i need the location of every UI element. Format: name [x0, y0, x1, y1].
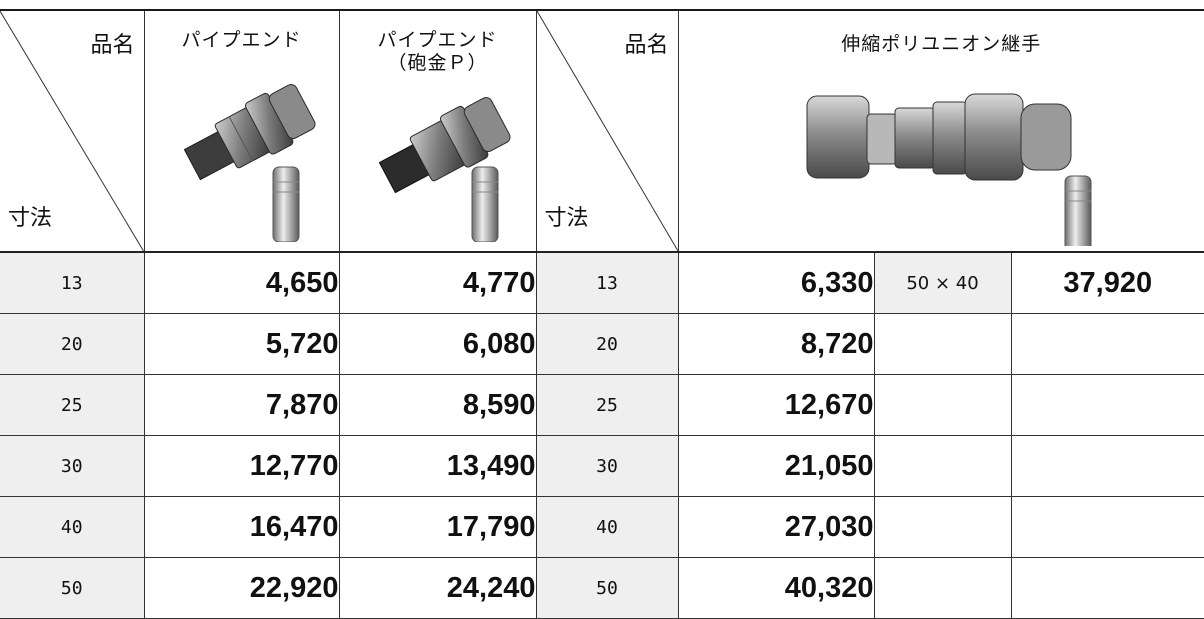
corner-header-left: 品名 寸法: [0, 11, 144, 252]
table-row: 30 12,770 13,490 30 21,050: [0, 436, 1204, 497]
size-cell: 25: [536, 375, 678, 436]
table-row: 13 4,650 4,770 13 6,330 50 × 40 37,920: [0, 252, 1204, 314]
union-joint-photo: [679, 56, 1204, 246]
product-name-line1: パイプエンド: [340, 11, 536, 52]
product-header-pipe-end-bronze: パイプエンド （砲金Ｐ）: [339, 11, 536, 252]
size-cell: 25: [0, 375, 144, 436]
size-cell: 50: [536, 558, 678, 619]
table-row: 50 22,920 24,240 50 40,320: [0, 558, 1204, 619]
price-reducer: 37,920: [1011, 252, 1204, 314]
empty-cell: [1011, 375, 1204, 436]
size-cell: 13: [536, 252, 678, 314]
corner-label-size: 寸法: [8, 200, 52, 232]
price-pipe-end-bronze: 4,770: [339, 252, 536, 314]
size-cell: 50: [0, 558, 144, 619]
corner-label-product: 品名: [90, 27, 134, 59]
price-pipe-end: 22,920: [144, 558, 339, 619]
price-pipe-end: 16,470: [144, 497, 339, 558]
price-union-joint: 8,720: [678, 314, 874, 375]
size-cell: 30: [0, 436, 144, 497]
price-pipe-end-bronze: 13,490: [339, 436, 536, 497]
product-header-pipe-end: パイプエンド: [144, 11, 339, 252]
table-row: 20 5,720 6,080 20 8,720: [0, 314, 1204, 375]
price-union-joint: 6,330: [678, 252, 874, 314]
size-cell: 20: [536, 314, 678, 375]
price-pipe-end-bronze: 17,790: [339, 497, 536, 558]
empty-cell: [874, 558, 1011, 619]
size-cell: 30: [536, 436, 678, 497]
empty-cell: [874, 314, 1011, 375]
product-name: 伸縮ポリユニオン継手: [679, 11, 1204, 56]
price-pipe-end-bronze: 24,240: [339, 558, 536, 619]
size-cell: 40: [0, 497, 144, 558]
price-pipe-end-bronze: 8,590: [339, 375, 536, 436]
price-table: 品名 寸法 パイプエンド: [0, 11, 1204, 619]
price-pipe-end-bronze: 6,080: [339, 314, 536, 375]
table-row: 25 7,870 8,590 25 12,670: [0, 375, 1204, 436]
price-pipe-end: 12,770: [144, 436, 339, 497]
empty-cell: [1011, 436, 1204, 497]
product-header-union-joint: 伸縮ポリユニオン継手: [678, 11, 1204, 252]
pipe-end-fitting-photo: [145, 52, 340, 242]
pipe-end-bronze-fitting-photo: [340, 75, 537, 242]
empty-cell: [1011, 497, 1204, 558]
size-cell-reducer: 50 × 40: [874, 252, 1011, 314]
size-cell: 13: [0, 252, 144, 314]
corner-label-size: 寸法: [545, 200, 589, 232]
price-pipe-end: 5,720: [144, 314, 339, 375]
price-union-joint: 12,670: [678, 375, 874, 436]
header-row: 品名 寸法 パイプエンド: [0, 11, 1204, 252]
size-cell: 20: [0, 314, 144, 375]
empty-cell: [874, 497, 1011, 558]
empty-cell: [1011, 558, 1204, 619]
price-union-joint: 40,320: [678, 558, 874, 619]
empty-cell: [874, 375, 1011, 436]
corner-header-middle: 品名 寸法: [536, 11, 678, 252]
product-name: パイプエンド: [145, 11, 339, 52]
empty-cell: [1011, 314, 1204, 375]
table-row: 40 16,470 17,790 40 27,030: [0, 497, 1204, 558]
price-pipe-end: 7,870: [144, 375, 339, 436]
price-union-joint: 27,030: [678, 497, 874, 558]
price-union-joint: 21,050: [678, 436, 874, 497]
size-cell: 40: [536, 497, 678, 558]
corner-label-product: 品名: [624, 27, 668, 59]
product-name-line2: （砲金Ｐ）: [340, 52, 536, 75]
empty-cell: [874, 436, 1011, 497]
price-pipe-end: 4,650: [144, 252, 339, 314]
